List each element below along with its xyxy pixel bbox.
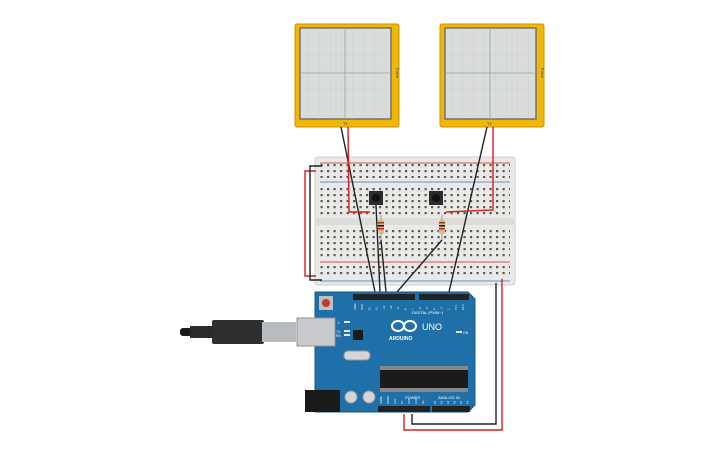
pin-label: Vin bbox=[421, 400, 425, 404]
pin-label: A5 bbox=[466, 400, 470, 404]
sensor-left-label: Force bbox=[395, 68, 400, 79]
led-label-tx: TX bbox=[336, 330, 341, 334]
wire-sensor-left-red bbox=[347, 126, 370, 213]
usb-cable bbox=[180, 320, 296, 344]
pin-label: IOREF bbox=[379, 396, 383, 404]
pin-label: GND bbox=[360, 304, 364, 310]
wire-gnd-black bbox=[411, 283, 497, 425]
pushbutton-left[interactable] bbox=[369, 191, 383, 205]
power-label: POWER bbox=[405, 395, 420, 400]
pin-label: A2 bbox=[446, 400, 450, 404]
pin-label: ~6 bbox=[418, 306, 422, 310]
wire-sensor-right-red bbox=[445, 127, 494, 213]
wire-5v-red bbox=[403, 279, 503, 431]
sensor-left-pin-label: T1 bbox=[343, 121, 348, 126]
pin-label: ~11 bbox=[382, 305, 386, 310]
arduino-model: UNO bbox=[422, 322, 442, 332]
force-sensor-right[interactable]: Force T1 bbox=[439, 23, 545, 128]
wire-button-left bbox=[375, 204, 381, 293]
pin-label: 5V bbox=[400, 401, 404, 404]
arduino-logo-icon bbox=[391, 320, 417, 332]
sensor-right-pin-label: T1 bbox=[487, 121, 492, 126]
led-label-rx: RX bbox=[336, 334, 342, 338]
wire-resistor-left bbox=[380, 239, 387, 293]
pin-label: 12 bbox=[375, 307, 379, 310]
pin-label: 2 bbox=[447, 308, 451, 310]
pin-label: ~10 bbox=[389, 305, 393, 310]
pin-label: AREF bbox=[353, 303, 357, 310]
pushbutton-right[interactable] bbox=[429, 191, 443, 205]
pin-label: A4 bbox=[459, 400, 463, 404]
pin-label: ~9 bbox=[396, 306, 400, 310]
digital-label: DIGITAL (PWM~) bbox=[412, 310, 444, 315]
wire-resistor-right bbox=[396, 239, 443, 293]
resistor-left[interactable] bbox=[378, 215, 384, 240]
pin-label: A0 bbox=[433, 400, 437, 404]
pin-label: A1 bbox=[440, 400, 444, 404]
pin-label: ~5 bbox=[425, 306, 429, 310]
pin-label: TX 1 bbox=[454, 304, 458, 310]
analog-label: ANALOG IN bbox=[438, 395, 460, 400]
pin-label: 4 bbox=[432, 308, 436, 310]
pin-label: 7 bbox=[411, 308, 415, 310]
sensor-right-label: Force bbox=[540, 68, 545, 79]
pin-label: 3.3V bbox=[393, 398, 397, 404]
wire-sensor-right-black bbox=[448, 126, 488, 293]
pin-label: GND bbox=[414, 398, 418, 404]
wire-sensor-left-black bbox=[340, 126, 376, 293]
wire-rail-black bbox=[309, 165, 322, 281]
arduino-logo-text: ARDUINO bbox=[389, 336, 412, 342]
pin-label: 13 bbox=[367, 307, 371, 310]
breadboard[interactable] bbox=[314, 156, 516, 286]
pin-label: RESET bbox=[386, 395, 390, 404]
resistor-right[interactable] bbox=[439, 215, 445, 240]
force-sensor-left[interactable]: Force T1 bbox=[294, 23, 400, 128]
wires bbox=[304, 126, 503, 431]
pin-label: ~3 bbox=[439, 306, 443, 310]
pin-label: 8 bbox=[403, 308, 407, 310]
pin-label: RX 0 bbox=[461, 304, 465, 310]
pin-label: GND bbox=[407, 398, 411, 404]
arduino-uno[interactable]: ARDUINO UNO DIGITAL (PWM~) POWER ANALOG … bbox=[296, 291, 476, 413]
led-label-on: ON bbox=[463, 331, 469, 335]
led-label-l: L bbox=[338, 321, 340, 325]
pin-label: A3 bbox=[453, 400, 457, 404]
